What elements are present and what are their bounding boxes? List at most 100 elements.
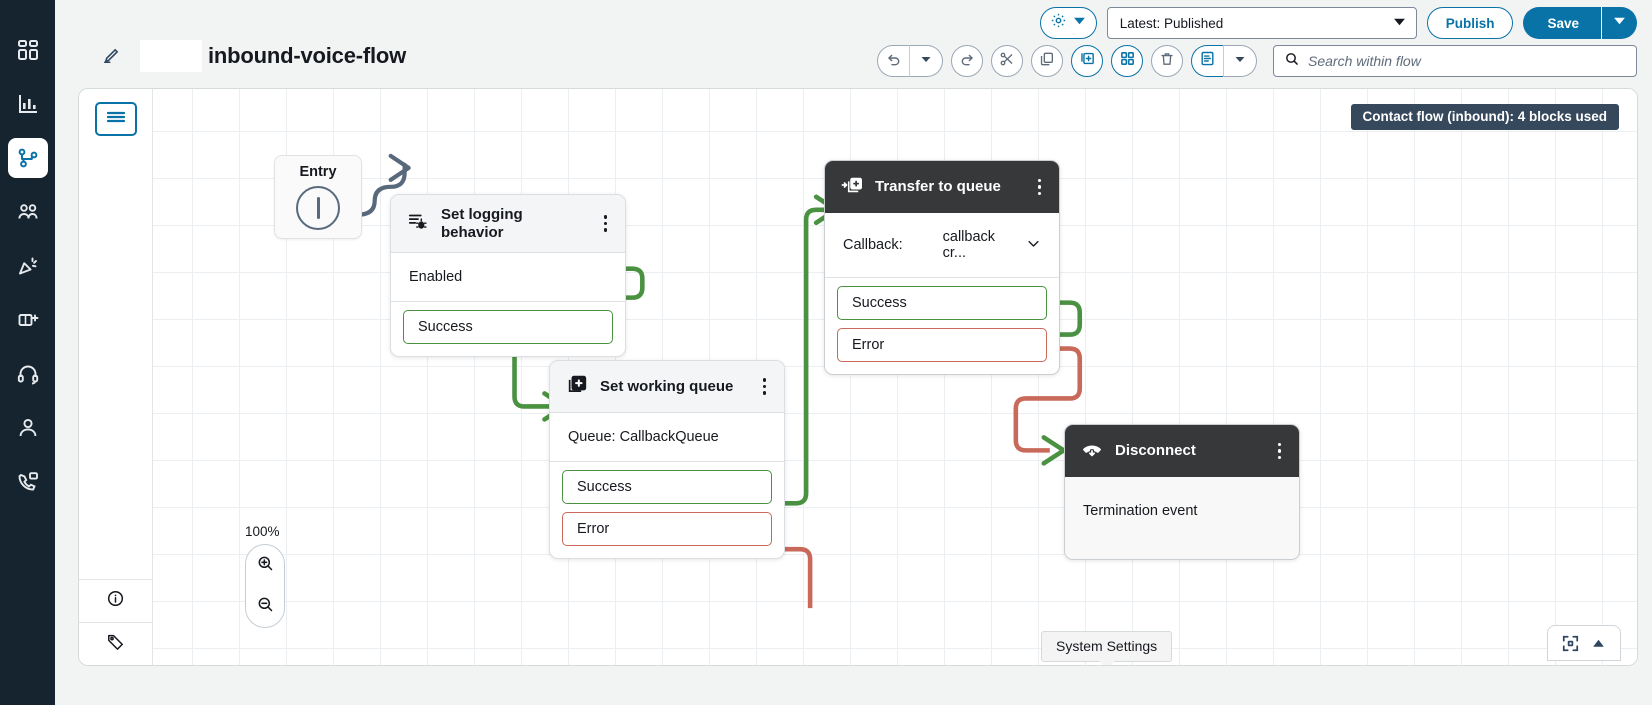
port-error[interactable]: Error <box>837 328 1047 362</box>
sidebar-item-analytics[interactable] <box>8 84 48 124</box>
save-button-group: Save <box>1523 7 1637 39</box>
zoom-controls <box>245 544 285 628</box>
notes-button[interactable] <box>1191 45 1223 77</box>
system-settings-tooltip: System Settings <box>1041 631 1173 665</box>
logging-bug-icon <box>407 210 429 237</box>
redo-icon <box>959 51 975 72</box>
save-button[interactable]: Save <box>1523 7 1601 39</box>
save-dropdown-button[interactable] <box>1601 7 1637 39</box>
sidebar-item-tasks[interactable] <box>8 300 48 340</box>
entry-port-icon[interactable] <box>296 186 340 230</box>
phone-chat-icon <box>16 470 40 494</box>
node-menu-button[interactable] <box>1274 441 1286 462</box>
port-error[interactable]: Error <box>562 512 772 546</box>
node-header[interactable]: Transfer to queue <box>825 161 1059 213</box>
node-menu-button[interactable] <box>600 213 612 234</box>
node-menu-button[interactable] <box>759 376 771 397</box>
book-plus-icon <box>16 308 40 332</box>
search-icon <box>1284 51 1300 72</box>
callback-label: Callback: <box>843 237 903 253</box>
flow-canvas[interactable]: Contact flow (inbound): 4 blocks used <box>153 89 1637 665</box>
callback-value: callback cr... <box>942 229 996 261</box>
grid-blocks-icon <box>1119 50 1136 72</box>
search-box[interactable] <box>1273 45 1637 77</box>
sidebar-item-channels[interactable] <box>8 462 48 502</box>
canvas-left-toolbar-bottom <box>79 579 152 665</box>
pencil-icon[interactable] <box>100 45 122 67</box>
undo-icon <box>886 51 902 72</box>
undo-split-button <box>877 45 943 77</box>
canvas-info-button[interactable] <box>79 579 152 622</box>
sidebar-item-routing[interactable] <box>7 138 48 178</box>
node-body: Termination event <box>1065 477 1299 559</box>
phone-hangup-icon <box>1081 438 1103 465</box>
callback-select[interactable]: callback cr... <box>943 229 1041 261</box>
node-title: Set logging behavior <box>441 206 523 241</box>
zoom-out-button[interactable] <box>250 592 280 622</box>
chevron-down-icon <box>1393 15 1406 31</box>
chevron-down-icon <box>920 52 932 70</box>
port-success[interactable]: Success <box>562 470 772 504</box>
node-header[interactable]: Set logging behavior <box>391 195 625 254</box>
flow-title-row: inbound-voice-flow <box>100 40 406 72</box>
port-success[interactable]: Success <box>837 286 1047 320</box>
zoom-in-button[interactable] <box>250 551 280 581</box>
settings-dropdown-button[interactable] <box>1039 7 1097 39</box>
node-set-working-queue[interactable]: Set working queue Queue: CallbackQueue S… <box>549 360 785 559</box>
canvas-view-controls <box>1547 625 1621 661</box>
collapse-panel-button[interactable] <box>1590 635 1607 652</box>
version-select[interactable]: Latest: Published <box>1106 7 1417 39</box>
info-circle-icon <box>106 589 125 613</box>
flow-canvas-shell: Contact flow (inbound): 4 blocks used <box>78 88 1638 666</box>
undo-button[interactable] <box>877 45 909 77</box>
node-header[interactable]: Disconnect <box>1065 425 1299 477</box>
sidebar-item-users[interactable] <box>8 192 48 232</box>
node-set-logging-behavior[interactable]: Set logging behavior Enabled Success <box>390 194 626 358</box>
trash-icon <box>1159 51 1175 72</box>
node-header[interactable]: Set working queue <box>550 361 784 413</box>
sidebar-item-agent-workspace[interactable] <box>8 354 48 394</box>
chevron-down-icon <box>1234 52 1246 70</box>
cut-button[interactable] <box>991 45 1023 77</box>
redo-button[interactable] <box>951 45 983 77</box>
node-transfer-to-queue[interactable]: Transfer to queue Callback: callback cr.… <box>824 160 1060 375</box>
node-menu-button[interactable] <box>1034 177 1046 198</box>
paste-add-icon <box>1079 50 1096 72</box>
sidebar-item-profile[interactable] <box>8 408 48 448</box>
undo-dropdown-button[interactable] <box>909 45 943 77</box>
gear-icon <box>1050 12 1067 34</box>
sidebar-item-campaigns[interactable] <box>8 246 48 286</box>
transfer-queue-icon <box>841 174 863 201</box>
node-title: Transfer to queue <box>875 178 1001 196</box>
node-body: Callback: callback cr... <box>825 213 1059 278</box>
entry-block[interactable]: Entry <box>274 155 362 239</box>
page-title: inbound-voice-flow <box>208 43 407 68</box>
copy-button[interactable] <box>1031 45 1063 77</box>
chevron-down-icon <box>1026 236 1041 255</box>
paste-button[interactable] <box>1071 45 1103 77</box>
fit-to-screen-button[interactable] <box>1561 634 1580 653</box>
zoom-in-icon <box>256 554 275 578</box>
publish-button[interactable]: Publish <box>1426 7 1514 39</box>
top-actions-row: Latest: Published Publish Save <box>1039 7 1637 39</box>
delete-button[interactable] <box>1151 45 1183 77</box>
person-icon <box>16 416 40 440</box>
node-disconnect[interactable]: Disconnect Termination event <box>1064 424 1300 560</box>
top-bar: inbound-voice-flow Latest: Published <box>55 0 1652 88</box>
flow-graph-icon <box>16 146 40 170</box>
search-input[interactable] <box>1308 53 1626 69</box>
canvas-tags-button[interactable] <box>79 622 152 665</box>
scissors-icon <box>999 51 1015 72</box>
blocks-menu-button[interactable] <box>94 102 137 136</box>
node-title: Disconnect <box>1115 442 1196 460</box>
copy-icon <box>1039 51 1055 72</box>
node-ports: Success <box>391 302 625 356</box>
redacted-label <box>140 40 202 72</box>
notes-dropdown-button[interactable] <box>1223 45 1257 77</box>
hamburger-icon <box>105 109 127 130</box>
sidebar-item-dashboard[interactable] <box>8 30 48 70</box>
blocks-panel-button[interactable] <box>1111 45 1143 77</box>
users-icon <box>16 200 40 224</box>
port-success[interactable]: Success <box>403 310 613 345</box>
megaphone-icon <box>16 254 40 278</box>
